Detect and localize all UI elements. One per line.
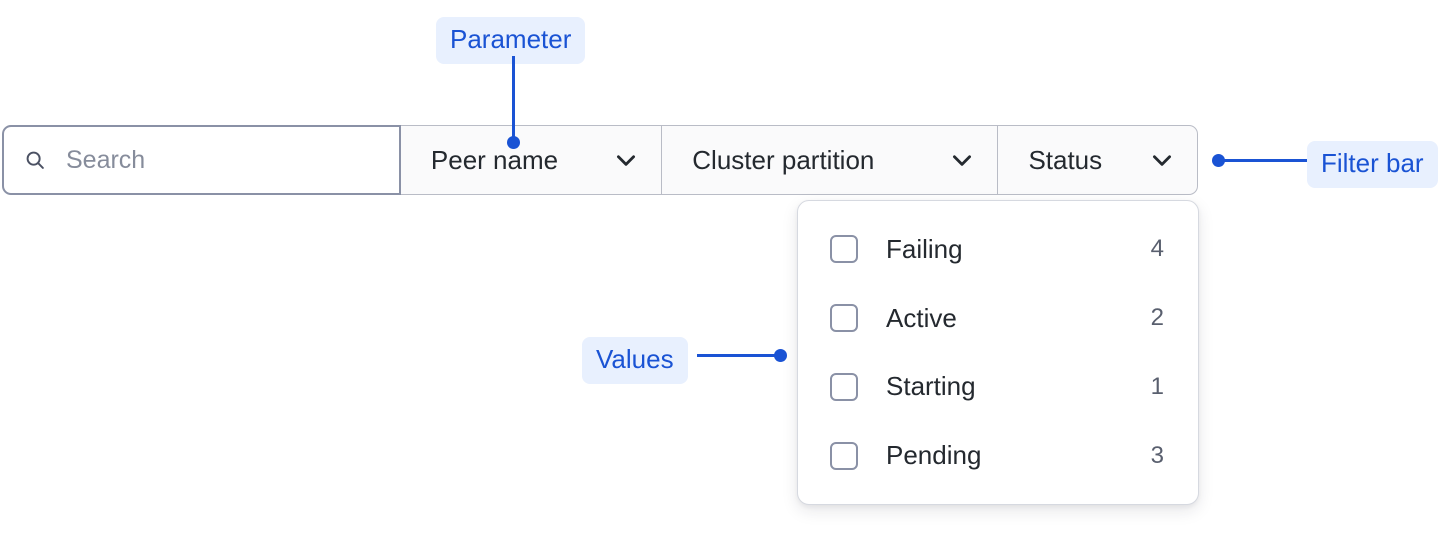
list-item-count: 4 bbox=[1150, 235, 1164, 263]
checkbox-starting[interactable] bbox=[830, 372, 858, 401]
annotation-leader-dot-filter-bar bbox=[1212, 154, 1225, 167]
filter-bar: Peer name Cluster partition Status bbox=[2, 125, 1198, 195]
filter-button-status[interactable]: Status bbox=[998, 125, 1198, 195]
annotation-leader-line-values bbox=[697, 354, 781, 357]
chevron-down-icon bbox=[953, 155, 972, 166]
list-item[interactable]: Failing 4 bbox=[798, 221, 1198, 277]
filter-button-peer-name-label: Peer name bbox=[430, 144, 559, 175]
list-item-count: 3 bbox=[1150, 441, 1164, 469]
list-item-label: Active bbox=[886, 302, 957, 333]
checkbox-failing[interactable] bbox=[830, 235, 858, 264]
chevron-down-icon bbox=[1153, 155, 1171, 166]
list-item[interactable]: Pending 3 bbox=[798, 428, 1198, 484]
list-item-count: 2 bbox=[1150, 304, 1164, 332]
filter-button-peer-name[interactable]: Peer name bbox=[400, 125, 663, 195]
annotation-label-values: Values bbox=[582, 337, 688, 384]
checkbox-pending[interactable] bbox=[830, 441, 858, 470]
list-item-count: 1 bbox=[1150, 372, 1164, 400]
annotation-label-parameter: Parameter bbox=[436, 17, 586, 64]
annotation-leader-dot-parameter bbox=[507, 136, 520, 149]
filter-button-cluster-partition-label: Cluster partition bbox=[692, 144, 875, 175]
filter-button-status-label: Status bbox=[1028, 144, 1103, 175]
list-item[interactable]: Active 2 bbox=[798, 290, 1198, 346]
list-item-label: Failing bbox=[886, 233, 963, 264]
list-item-label: Pending bbox=[886, 440, 982, 471]
chevron-down-icon bbox=[617, 155, 636, 166]
search-field[interactable] bbox=[2, 125, 401, 195]
search-icon bbox=[26, 151, 44, 169]
search-input[interactable] bbox=[66, 145, 386, 175]
list-item[interactable]: Starting 1 bbox=[798, 359, 1198, 415]
annotation-leader-line-parameter bbox=[512, 56, 515, 144]
list-item-label: Starting bbox=[886, 371, 976, 402]
filter-button-cluster-partition[interactable]: Cluster partition bbox=[662, 125, 999, 195]
checkbox-active[interactable] bbox=[830, 304, 858, 333]
status-filter-dropdown-panel: Failing 4 Active 2 Starting 1 Pending 3 bbox=[797, 200, 1199, 505]
annotation-label-filter-bar: Filter bar bbox=[1307, 141, 1438, 188]
annotation-leader-line-filter-bar bbox=[1222, 159, 1307, 162]
annotation-leader-dot-values bbox=[774, 349, 787, 362]
